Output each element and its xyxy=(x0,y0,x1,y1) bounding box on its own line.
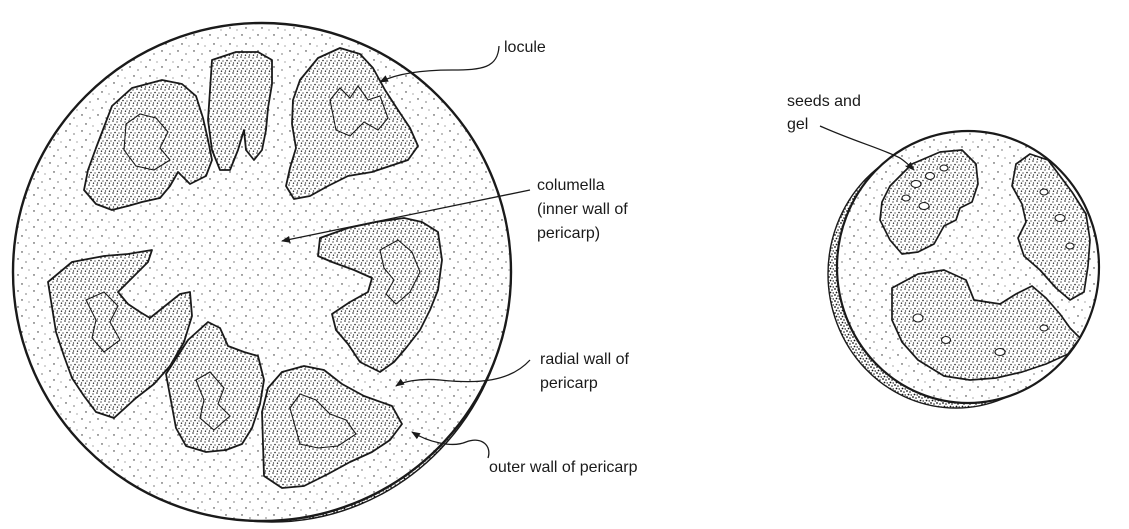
large-tomato-cross-section xyxy=(13,23,511,522)
labels: locule columella (inner wall of pericarp… xyxy=(489,39,861,476)
seed xyxy=(1055,215,1065,222)
seed xyxy=(1040,189,1048,195)
label-outer-wall: outer wall of pericarp xyxy=(489,459,638,476)
label-columella-line-2: (inner wall of xyxy=(537,201,628,218)
label-radial-wall-line-2: pericarp xyxy=(540,375,598,392)
label-radial-wall: radial wall of xyxy=(540,351,629,368)
seed xyxy=(902,195,910,201)
seed xyxy=(942,337,951,344)
small-tomato-cross-section xyxy=(828,131,1099,408)
seed xyxy=(926,173,935,180)
label-seeds-and-gel-line-2: gel xyxy=(787,116,808,133)
label-columella-line-3: pericarp) xyxy=(537,225,600,242)
seed xyxy=(1040,325,1048,331)
label-seeds-and-gel: seeds and xyxy=(787,93,861,110)
seed xyxy=(995,349,1005,356)
seed xyxy=(913,314,923,322)
label-columella: columella xyxy=(537,177,605,194)
seed xyxy=(1066,243,1074,249)
seed xyxy=(911,181,921,188)
label-locule: locule xyxy=(504,39,546,56)
seed xyxy=(940,165,948,171)
seed xyxy=(919,203,929,210)
